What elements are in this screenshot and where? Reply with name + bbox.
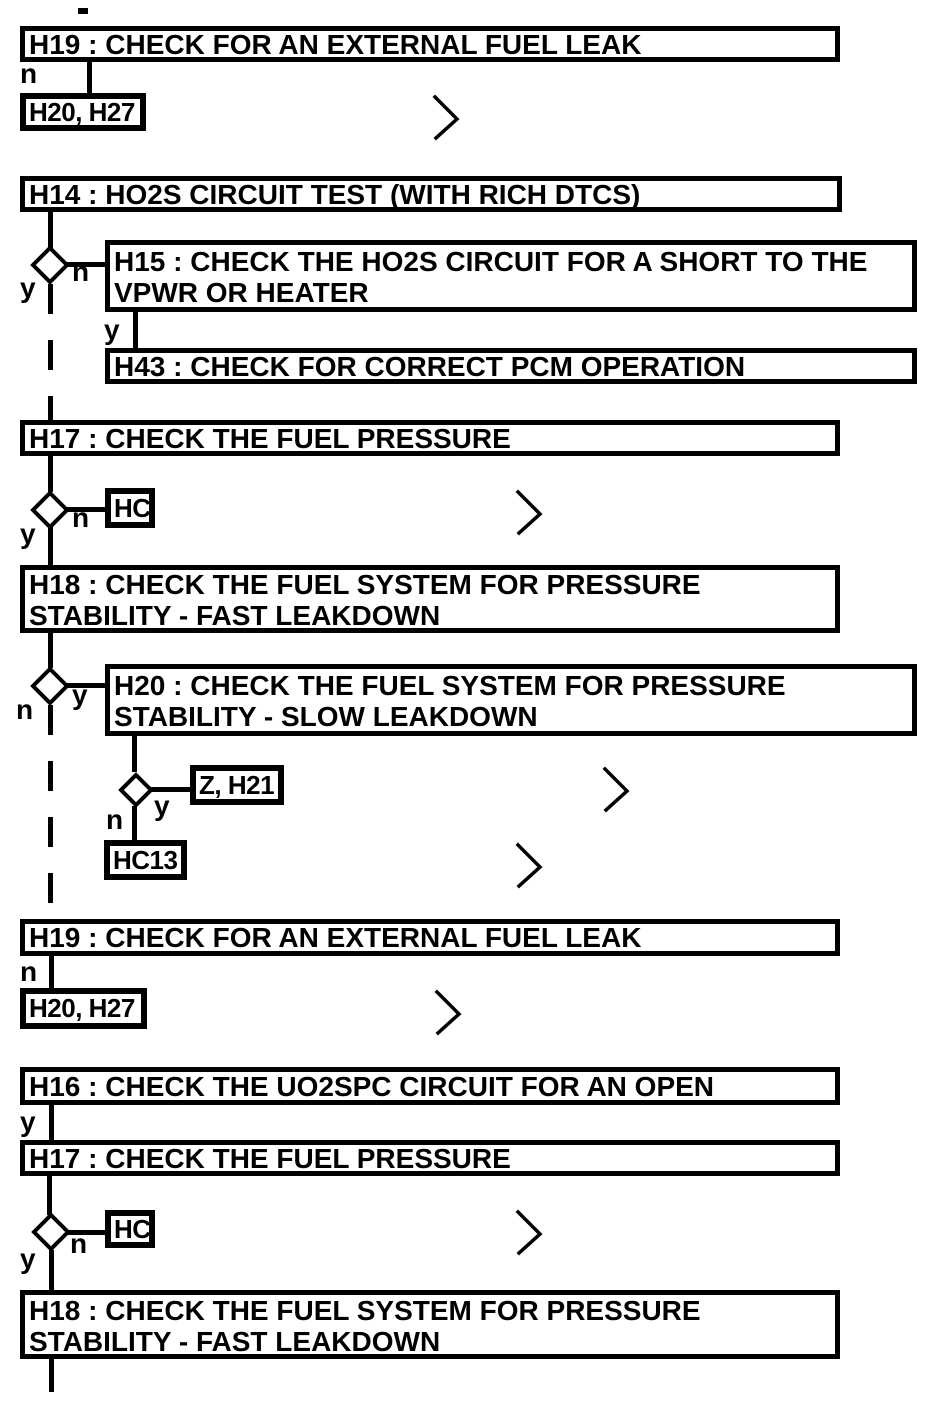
step-label-line2: STABILITY - SLOW LEAKDOWN: [114, 701, 538, 732]
step-box-h19-top: H19 : CHECK FOR AN EXTERNAL FUEL LEAK: [20, 26, 840, 62]
step-box-h15: H15 : CHECK THE HO2S CIRCUIT FOR A SHORT…: [105, 240, 917, 312]
result-box-h20-h27-top: H20, H27: [20, 93, 146, 131]
branch-label-yes: y: [20, 518, 36, 549]
connector-line: [47, 1176, 52, 1215]
step-box-h18-second: H18 : CHECK THE FUEL SYSTEM FOR PRESSURE…: [20, 1290, 840, 1359]
decision-diamond-icon: [30, 666, 70, 706]
step-label-line2: STABILITY - FAST LEAKDOWN: [29, 1325, 441, 1357]
connector-line: [49, 1250, 54, 1290]
connector-line: [49, 1105, 54, 1140]
connector-line: [64, 507, 105, 512]
result-box-hc13: HC13: [104, 840, 187, 880]
step-box-h17-first: H17 : CHECK THE FUEL PRESSURE: [20, 420, 840, 456]
branch-label-no: n: [16, 694, 34, 725]
step-label-line1: H18 : CHECK THE FUEL SYSTEM FOR PRESSURE: [29, 569, 701, 600]
connector-line: [48, 633, 53, 668]
stray-dot: [78, 8, 88, 14]
step-box-h20-slow: H20 : CHECK THE FUEL SYSTEM FOR PRESSURE…: [105, 664, 917, 736]
connector-line: [48, 212, 53, 248]
branch-label-no: n: [20, 58, 38, 89]
step-label: H43 : CHECK FOR CORRECT PCM OPERATION: [114, 350, 746, 382]
result-box-hc-first: HC: [105, 488, 155, 528]
result-box-hc-second: HC: [105, 1210, 155, 1248]
result-label: HC13: [113, 844, 178, 875]
branch-label-no: n: [20, 956, 38, 987]
result-label: H20, H27: [29, 96, 135, 127]
chevron-right-icon: [515, 489, 543, 536]
step-label-line2: VPWR OR HEATER: [114, 277, 369, 308]
result-label: Z, H21: [199, 769, 275, 800]
step-label: H19 : CHECK FOR AN EXTERNAL FUEL LEAK: [29, 922, 642, 953]
connector-line: [49, 956, 54, 989]
branch-label-no: n: [70, 1228, 88, 1259]
result-label: HC: [114, 1213, 151, 1244]
connector-line: [66, 1230, 106, 1235]
step-label-line2: STABILITY - FAST LEAKDOWN: [29, 600, 441, 631]
connector-line: [150, 787, 190, 792]
branch-label-yes: y: [20, 272, 36, 303]
result-box-z-h21: Z, H21: [190, 765, 284, 805]
decision-diamond-icon: [31, 1212, 71, 1252]
connector-line: [48, 527, 53, 565]
connector-line: [132, 806, 137, 840]
chevron-right-icon: [434, 989, 462, 1036]
chevron-right-icon: [515, 1209, 543, 1256]
step-label: H19 : CHECK FOR AN EXTERNAL FUEL LEAK: [29, 28, 642, 60]
result-label: H20, H27: [29, 993, 135, 1023]
result-box-h20-h27-bottom: H20, H27: [20, 988, 147, 1029]
connector-line-dashed: [48, 284, 53, 420]
connector-line: [49, 1359, 54, 1392]
branch-label-yes: y: [154, 790, 170, 821]
connector-line: [132, 736, 137, 772]
chevron-right-icon: [432, 94, 460, 141]
branch-label-yes: y: [20, 1106, 36, 1137]
step-label: H16 : CHECK THE UO2SPC CIRCUIT FOR AN OP…: [29, 1070, 715, 1102]
chevron-right-icon: [515, 842, 543, 889]
step-box-h18-first: H18 : CHECK THE FUEL SYSTEM FOR PRESSURE…: [20, 565, 840, 633]
branch-label-no: n: [106, 804, 124, 835]
connector-line: [64, 262, 105, 267]
connector-line: [87, 61, 92, 94]
step-label-line1: H15 : CHECK THE HO2S CIRCUIT FOR A SHORT…: [114, 246, 868, 277]
decision-diamond-icon: [30, 245, 70, 285]
branch-label-yes: y: [20, 1243, 36, 1274]
connector-line-dashed: [48, 705, 53, 919]
step-box-h43: H43 : CHECK FOR CORRECT PCM OPERATION: [105, 348, 917, 384]
branch-label-yes: y: [104, 314, 120, 345]
chevron-right-icon: [602, 766, 630, 813]
step-label: H17 : CHECK THE FUEL PRESSURE: [29, 422, 511, 454]
connector-line: [133, 312, 138, 348]
step-label: H14 : HO2S CIRCUIT TEST (WITH RICH DTCS): [29, 178, 641, 210]
step-label-line1: H18 : CHECK THE FUEL SYSTEM FOR PRESSURE: [29, 1294, 701, 1326]
step-box-h17-second: H17 : CHECK THE FUEL PRESSURE: [20, 1140, 840, 1176]
step-box-h14: H14 : HO2S CIRCUIT TEST (WITH RICH DTCS): [20, 176, 842, 212]
decision-diamond-icon: [118, 772, 154, 808]
step-box-h16: H16 : CHECK THE UO2SPC CIRCUIT FOR AN OP…: [20, 1067, 840, 1105]
step-label-line1: H20 : CHECK THE FUEL SYSTEM FOR PRESSURE: [114, 670, 786, 701]
result-label: HC: [114, 492, 151, 523]
connector-line: [48, 456, 53, 492]
step-label: H17 : CHECK THE FUEL PRESSURE: [29, 1142, 511, 1174]
connector-line: [64, 683, 105, 688]
step-box-h19-bottom: H19 : CHECK FOR AN EXTERNAL FUEL LEAK: [20, 919, 840, 956]
